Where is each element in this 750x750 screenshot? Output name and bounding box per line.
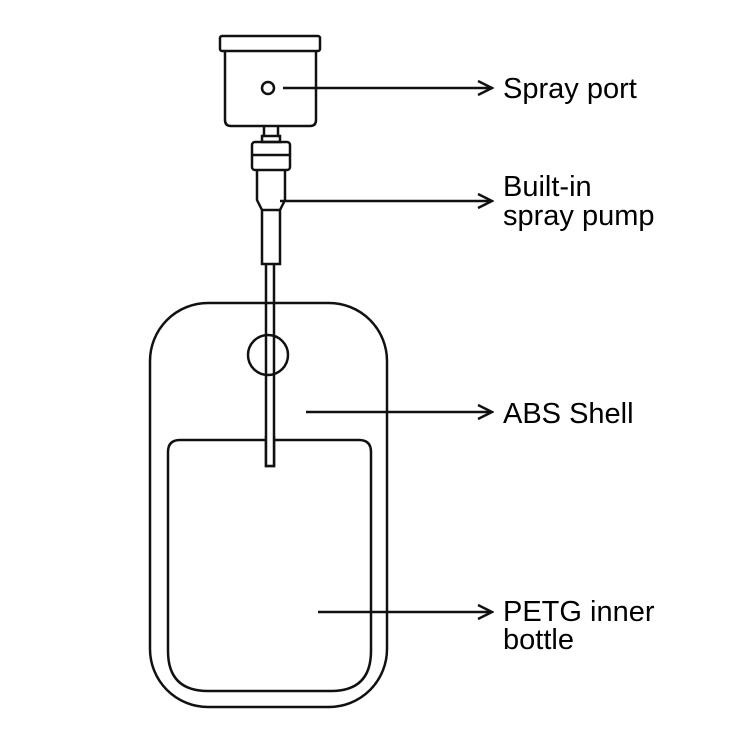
spray-port-hole <box>260 80 276 96</box>
label-petg-line1: PETG inner <box>503 596 655 628</box>
label-spray-pump-line1: Built-in <box>503 171 592 203</box>
label-spray-pump-line2: spray pump <box>503 200 655 232</box>
dip-tube-tip <box>264 436 276 468</box>
abs-shell <box>148 301 389 709</box>
label-abs-shell: ABS Shell <box>503 398 634 430</box>
spray-head <box>218 34 322 128</box>
petg-inner-bottle <box>166 438 373 693</box>
shell-hole <box>246 333 290 377</box>
label-spray-port: Spray port <box>503 73 637 105</box>
label-petg-line2: bottle <box>503 624 574 656</box>
spray-pump <box>250 126 292 468</box>
leader-arrows <box>280 88 492 612</box>
dip-tube <box>264 264 276 468</box>
